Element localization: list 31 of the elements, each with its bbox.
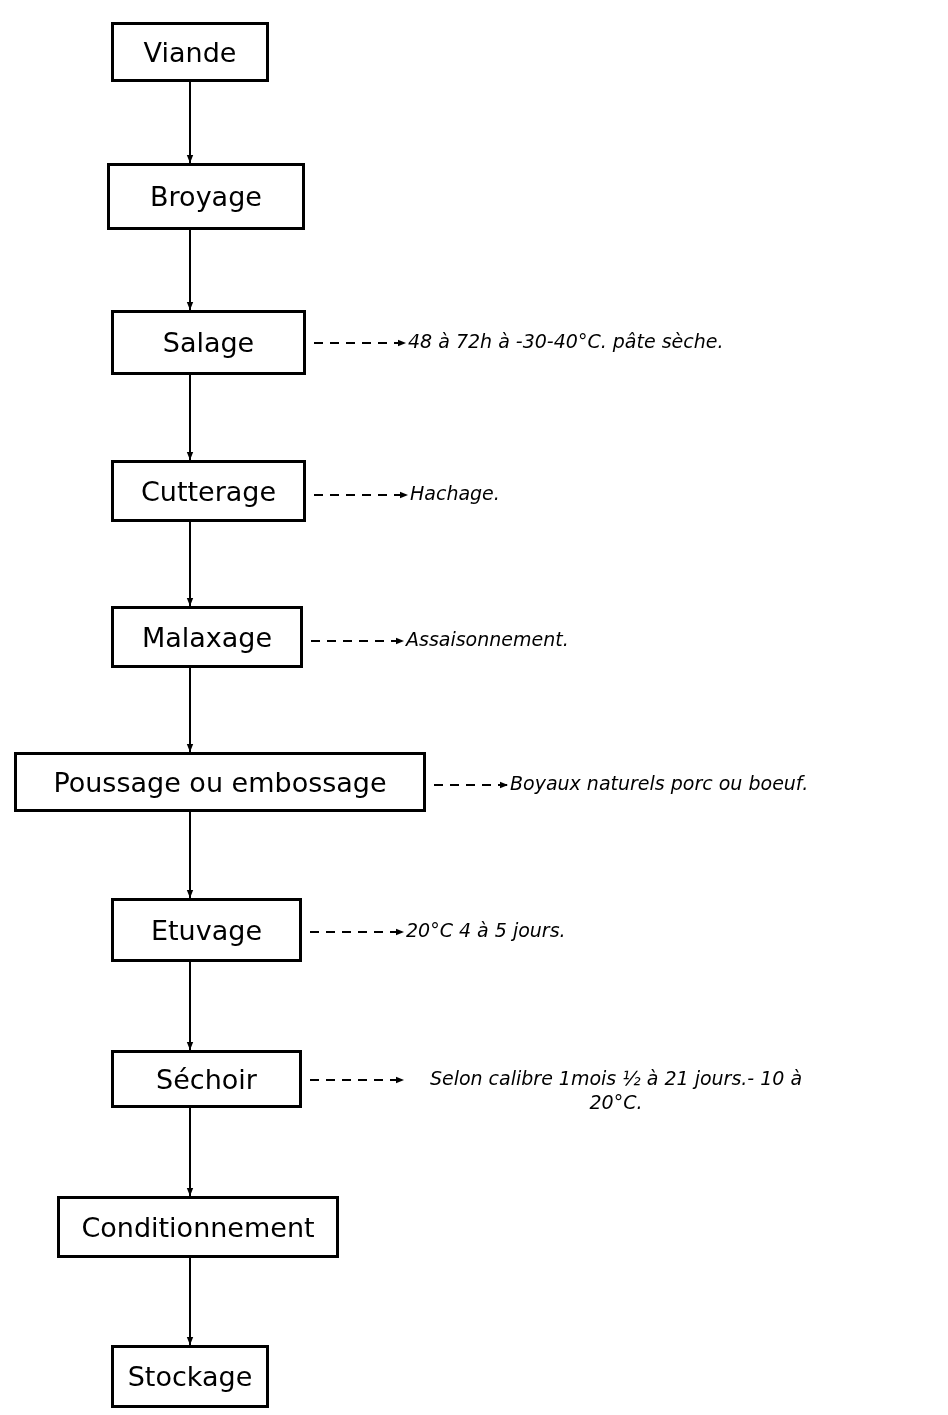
- process-box: Séchoir: [111, 1050, 302, 1108]
- process-box: Etuvage: [111, 898, 302, 962]
- arrow: [310, 637, 405, 645]
- arrow: [186, 961, 194, 1051]
- arrow: [433, 781, 509, 789]
- arrow: [186, 229, 194, 311]
- process-box: Stockage: [111, 1345, 269, 1408]
- process-box: Malaxage: [111, 606, 303, 668]
- arrow: [313, 339, 407, 347]
- arrow: [186, 521, 194, 607]
- arrow: [186, 1257, 194, 1346]
- process-box: Conditionnement: [57, 1196, 339, 1258]
- arrow: [309, 928, 405, 936]
- arrow: [186, 811, 194, 899]
- annotation-text: Assaisonnement.: [406, 628, 626, 652]
- annotation-text: 20°C 4 à 5 jours.: [406, 919, 706, 943]
- process-box: Poussage ou embossage: [14, 752, 426, 812]
- process-box: Viande: [111, 22, 269, 82]
- process-box: Salage: [111, 310, 306, 375]
- arrow: [186, 1107, 194, 1197]
- process-box: Broyage: [107, 163, 305, 230]
- annotation-text: Hachage.: [410, 482, 610, 506]
- annotation-text: Selon calibre 1mois ½ à 21 jours.- 10 à 20°C.: [406, 1067, 826, 1115]
- arrow: [186, 81, 194, 164]
- arrow: [186, 667, 194, 753]
- arrow: [186, 374, 194, 461]
- arrow: [313, 491, 409, 499]
- annotation-text: 48 à 72h à -30-40°C. pâte sèche.: [408, 330, 868, 354]
- annotation-text: Boyaux naturels porc ou boeuf.: [510, 772, 940, 796]
- arrow: [309, 1076, 405, 1084]
- process-box: Cutterage: [111, 460, 306, 522]
